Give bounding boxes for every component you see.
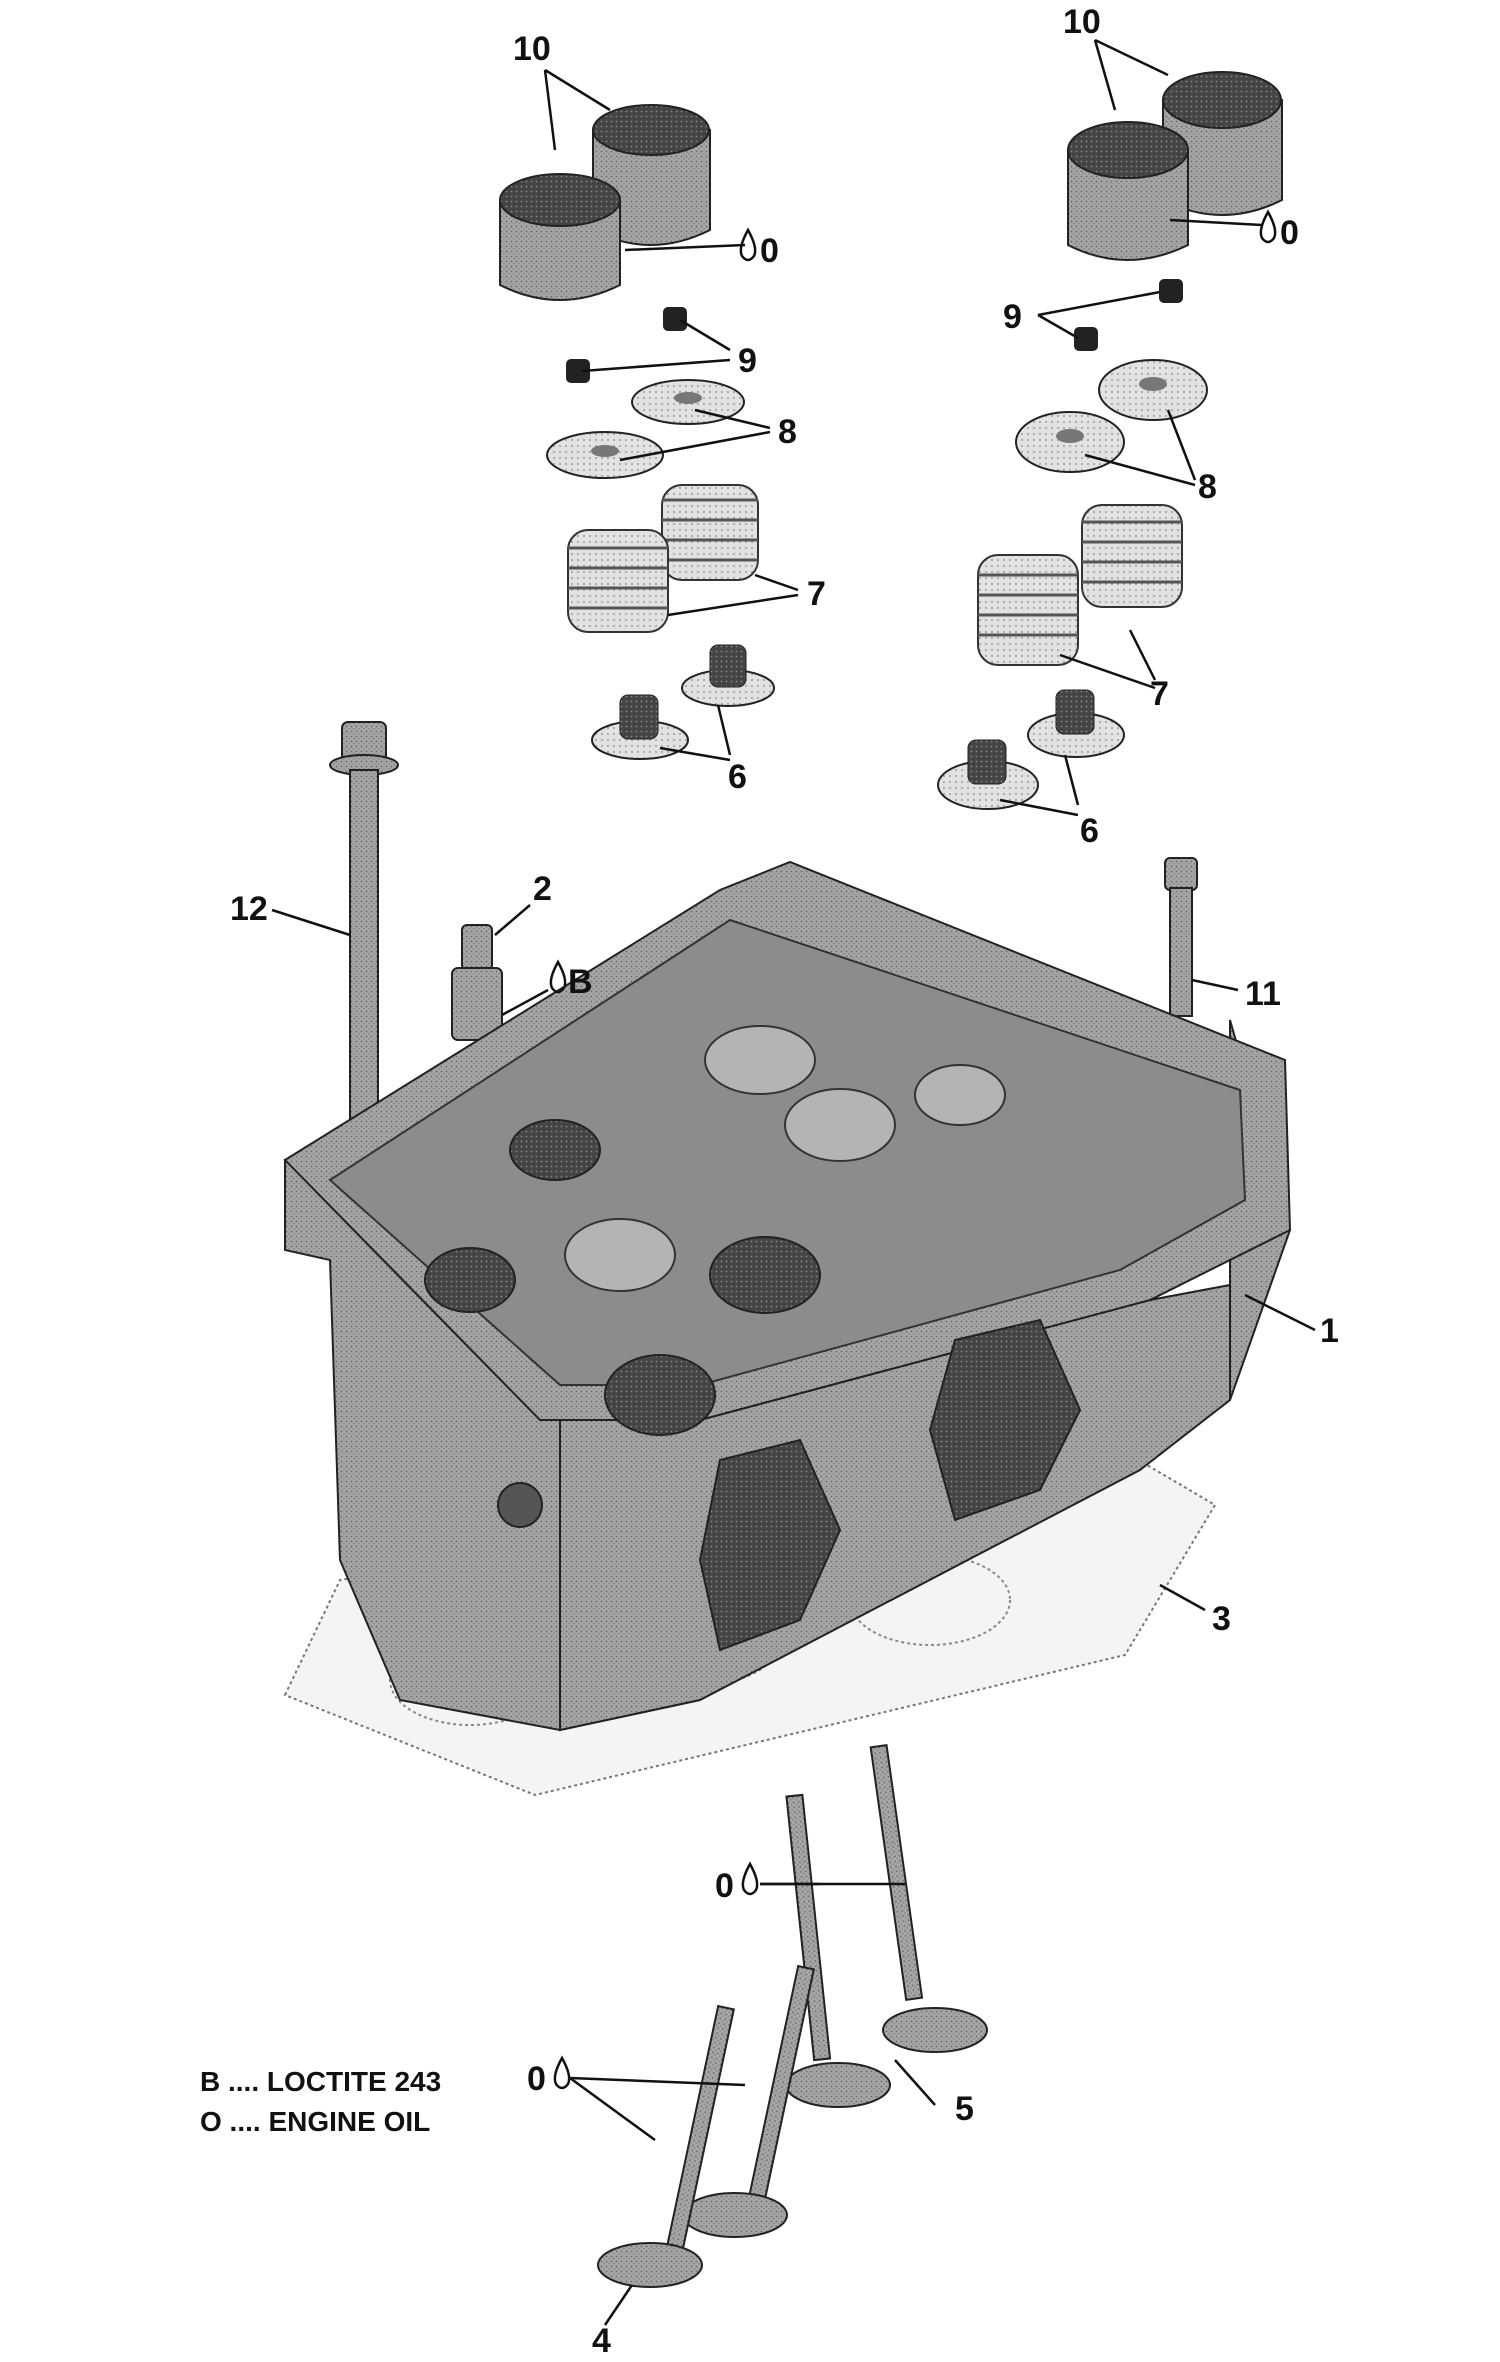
valve-spring-right-front	[977, 554, 1079, 666]
valve-spring-left-front	[567, 529, 669, 633]
callout-12: 12	[230, 890, 268, 928]
valve-cotter-right-b	[1074, 327, 1098, 351]
callout-11: 11	[1245, 975, 1281, 1013]
callout-6-left: 6	[728, 758, 747, 796]
valve-stem-seal-right-b	[937, 739, 1039, 810]
loctite-tag-fitting: B	[549, 959, 593, 1001]
valve-spring-right-rear	[1081, 504, 1183, 608]
tappet-left-front	[499, 173, 621, 301]
cylinder-head	[283, 860, 1292, 1732]
tappet-right-rear	[1162, 71, 1283, 216]
head-bolt-long	[329, 721, 399, 1126]
callout-3: 3	[1212, 1600, 1231, 1638]
valve-stem-seal-right-a	[1027, 689, 1125, 758]
svg-text:0: 0	[1280, 214, 1299, 252]
drop-icon	[549, 959, 567, 994]
svg-text:0: 0	[760, 232, 779, 270]
oil-drop-icon	[741, 1861, 759, 1896]
spring-retainer-right-a	[1098, 359, 1208, 421]
tappet-right-front	[1067, 121, 1189, 261]
oil-tag-tappets-right: 0	[1259, 209, 1299, 252]
svg-text:0: 0	[715, 1867, 734, 1905]
oil-drop-icon	[1259, 209, 1277, 244]
svg-text:0: 0	[527, 2060, 546, 2098]
callout-1: 1	[1320, 1312, 1339, 1350]
spring-retainer-right-b	[1015, 411, 1125, 473]
svg-text:B: B	[568, 963, 593, 1001]
callout-5: 5	[955, 2090, 974, 2128]
callout-labels: 1 2 3 4 5 6 6 7 7 8 8 9 9 10 10 11 12	[230, 3, 1339, 2360]
legend: B .... LOCTITE 243 O .... ENGINE OIL	[200, 2062, 441, 2142]
oil-tag-tappets-left: 0	[739, 227, 779, 270]
spring-retainer-left-b	[546, 431, 664, 479]
head-bolt-short	[1164, 857, 1198, 1017]
callout-9-left: 9	[738, 342, 757, 380]
callout-9-right: 9	[1003, 298, 1022, 336]
leader-lines	[271, 38, 1316, 2326]
valve-spring-left-rear	[661, 484, 759, 581]
callout-8-right: 8	[1198, 468, 1217, 506]
oil-drop-icon	[553, 2055, 571, 2090]
callout-2: 2	[533, 870, 552, 908]
tappet-left-rear	[592, 104, 711, 246]
callout-7-right: 7	[1150, 675, 1169, 713]
oil-drop-icon	[739, 227, 757, 262]
spring-retainer-left-a	[631, 379, 745, 425]
callout-10-right: 10	[1063, 3, 1101, 41]
oil-tag-valves-lower: 0	[527, 2055, 571, 2098]
oil-tag-valves-upper: 0	[715, 1861, 759, 1905]
callout-8-left: 8	[778, 413, 797, 451]
threaded-fitting	[451, 924, 503, 1041]
callout-7-left: 7	[807, 575, 826, 613]
valve-stem-seal-left-a	[681, 644, 775, 707]
valve-cotter-left-a	[663, 307, 687, 331]
valve-front-lower	[597, 2004, 736, 2288]
callout-4: 4	[592, 2322, 611, 2360]
legend-engine-oil: O .... ENGINE OIL	[200, 2106, 431, 2137]
callout-6-right: 6	[1080, 812, 1099, 850]
callout-10-left: 10	[513, 30, 551, 68]
lubricant-tags: 0 0 B 0 0	[527, 209, 1299, 2098]
valve-rear-upper	[869, 1743, 988, 2053]
legend-loctite: B .... LOCTITE 243	[200, 2066, 442, 2097]
valve-front-upper	[785, 1793, 891, 2108]
valve-rear-lower	[682, 1964, 816, 2238]
valve-cotter-right-a	[1159, 279, 1183, 303]
